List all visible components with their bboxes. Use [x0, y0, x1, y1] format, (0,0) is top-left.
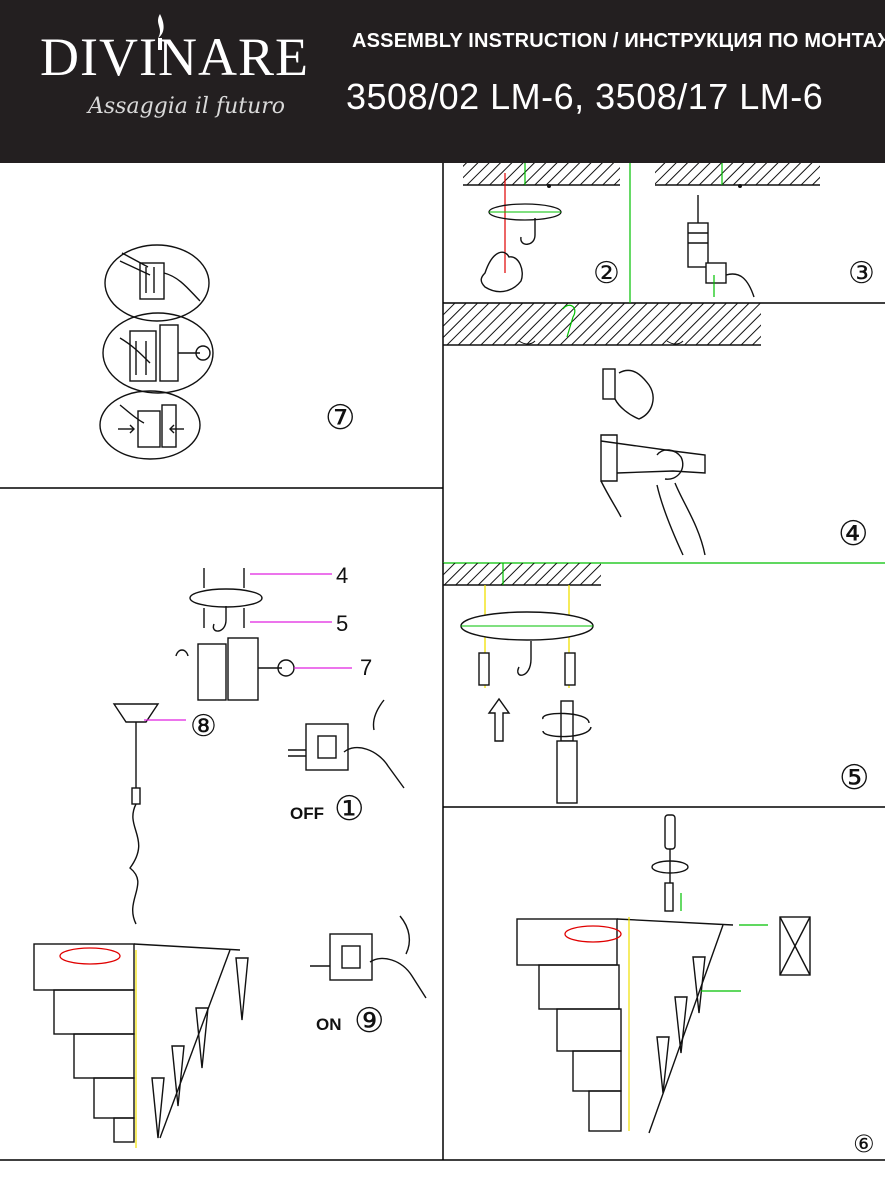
- hook-install-illustration: [463, 163, 620, 293]
- step-number-3: ③: [848, 256, 875, 291]
- panel-step-4: ④: [443, 303, 885, 563]
- drill-illustration: [655, 163, 820, 298]
- panel-step-5: ⑤: [443, 563, 885, 807]
- switch-on-label: ON: [316, 1015, 342, 1034]
- callout-connector-7: 7: [360, 655, 373, 680]
- connector-detail-illustration: [99, 244, 214, 460]
- callout-screw-4: 4: [336, 563, 349, 588]
- panel-step-6: ⑥: [443, 807, 885, 1160]
- step-number-5: ⑤: [839, 758, 870, 798]
- panel-step-7: ⑦: [0, 163, 443, 488]
- full-assembly-illustration: [33, 568, 427, 1148]
- model-numbers: 3508/02 LM-6, 3508/17 LM-6: [346, 76, 824, 117]
- callout-hook-5: 5: [336, 611, 349, 636]
- step-number-2: ②: [593, 256, 620, 291]
- panel-step-3: ③: [630, 163, 885, 303]
- canopy-screw-illustration: [443, 563, 601, 804]
- document-title: ASSEMBLY INSTRUCTION / ИНСТРУКЦИЯ ПО МОН…: [352, 30, 885, 52]
- step-number-9: ⑨: [354, 1001, 385, 1041]
- step-number-7: ⑦: [325, 398, 356, 438]
- panel-step-2: ②: [443, 163, 630, 303]
- step-number-4: ④: [838, 514, 869, 554]
- switch-off-label: OFF: [290, 804, 324, 823]
- brand-logo: DIVINARE: [40, 27, 309, 87]
- panel-full-assembly: 4 5 7 ⑧ OFF ① ON ⑨: [0, 488, 443, 1160]
- anchor-hammer-illustration: [443, 303, 761, 556]
- brand-tagline: Assaggia il futuro: [88, 94, 286, 119]
- step-number-1: ①: [334, 789, 365, 829]
- step-number-8: ⑧: [190, 709, 217, 744]
- step-number-6: ⑥: [853, 1130, 875, 1158]
- frame-assembly-illustration: [516, 814, 811, 1134]
- header-bar: DIVINARE Assaggia il futuro ASSEMBLY INS…: [0, 0, 885, 163]
- flame-icon: [158, 14, 164, 50]
